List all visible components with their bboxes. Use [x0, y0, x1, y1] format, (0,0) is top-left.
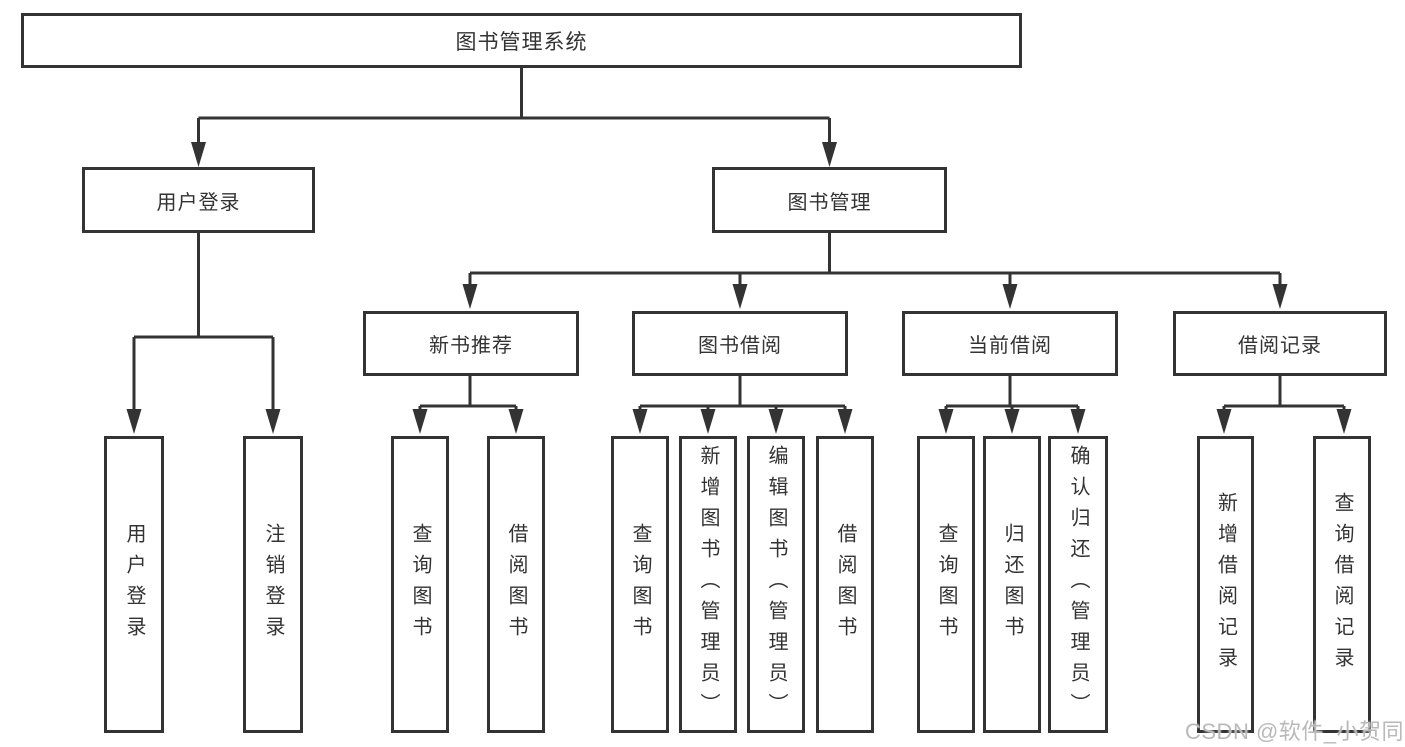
- node-book-borrow: 图书借阅: [632, 311, 848, 376]
- leaf-label: 确认归还（管理员）: [1067, 445, 1089, 724]
- node-book-management: 图书管理: [712, 167, 947, 233]
- leaf-label: 查询图书: [629, 522, 651, 647]
- node-borrow-records: 借阅记录: [1173, 311, 1387, 376]
- leaf-edit-books-admin: 编辑图书（管理员）: [747, 436, 805, 733]
- leaf-label: 查询图书: [409, 522, 431, 647]
- leaf-query-books-borrow: 查询图书: [611, 436, 669, 733]
- leaf-borrow-books-borrow: 借阅图书: [816, 436, 874, 733]
- watermark-text: CSDN @软件_小贺同学: [1185, 719, 1405, 744]
- leaf-label: 查询借阅记录: [1331, 491, 1353, 678]
- leaf-confirm-return-admin: 确认归还（管理员）: [1048, 436, 1108, 733]
- leaf-label: 归还图书: [1001, 522, 1023, 647]
- leaf-borrow-books-recommend: 借阅图书: [487, 436, 545, 733]
- node-new-book-recommend: 新书推荐: [363, 311, 579, 376]
- leaf-user-login: 用户登录: [104, 436, 164, 733]
- leaf-query-books-current: 查询图书: [917, 436, 975, 733]
- connector-tree-lines: [132, 68, 1346, 414]
- leaf-add-borrow-record: 新增借阅记录: [1197, 436, 1254, 733]
- leaf-label: 编辑图书（管理员）: [765, 445, 787, 724]
- leaf-label: 查询图书: [935, 522, 957, 647]
- leaf-query-borrow-record: 查询借阅记录: [1313, 436, 1371, 733]
- node-library-management-system: 图书管理系统: [21, 13, 1022, 68]
- leaf-label: 新增图书（管理员）: [697, 445, 719, 724]
- leaf-label: 借阅图书: [834, 522, 856, 647]
- leaf-add-books-admin: 新增图书（管理员）: [679, 436, 737, 733]
- leaf-label: 借阅图书: [505, 522, 527, 647]
- leaf-return-books: 归还图书: [983, 436, 1041, 733]
- leaf-label: 新增借阅记录: [1214, 491, 1237, 678]
- leaf-query-books-recommend: 查询图书: [391, 436, 449, 733]
- arrow-down-icons: [126, 142, 1352, 434]
- node-user-login: 用户登录: [82, 167, 315, 233]
- leaf-logout-login: 注销登录: [243, 436, 303, 733]
- leaf-label: 用户登录: [123, 522, 145, 647]
- node-current-borrow: 当前借阅: [902, 311, 1118, 376]
- leaf-label: 注销登录: [262, 522, 284, 647]
